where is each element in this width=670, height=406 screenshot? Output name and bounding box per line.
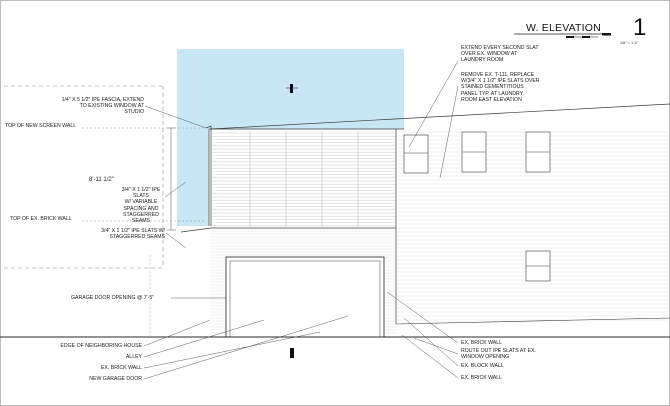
leader-lines (143, 60, 459, 380)
ipe-slats (211, 131, 396, 226)
ex-brick-wall-2-label: EX. BRICK WALL (461, 375, 503, 381)
scale-text: 1/8" = 1'-0" (620, 41, 639, 45)
height-dimension (167, 127, 176, 231)
lower-section-marker (290, 348, 294, 358)
ex-block-wall-label: EX. BLOCK WALL (461, 363, 504, 369)
staggered-slats-note: 3/4" X 1 1/2" IPE SLATS W/ STAGGERRED SE… (101, 228, 165, 241)
neighboring-house-outline (4, 85, 164, 269)
sheet-title: W. ELEVATION (526, 22, 601, 34)
ex-brick-wall-left-label: EX. BRICK WALL (100, 365, 142, 371)
screen-wall (205, 125, 404, 226)
alley-label: ALLEY (125, 354, 142, 360)
grade-line (395, 317, 670, 325)
screen-wall-highlight-lower (177, 129, 209, 226)
extend-slat-note: EXTEND EVERY SECOND SLAT OVER EX. WINDOW… (461, 45, 539, 64)
windows (403, 131, 551, 282)
house-body (180, 103, 670, 324)
edge-neighbor-label: EDGE OF NEIGHBORING HOUSE (60, 343, 142, 349)
scale-bar (566, 33, 611, 38)
new-garage-door-label: NEW GARAGE DOOR (89, 376, 142, 382)
remove-t111-note: REMOVE EX. T-111, REPLACE W/3/4" X 1 1/2… (461, 72, 540, 103)
route-out-note: ROUTE OUT IPE SLATS AT EX. WINDOW OPENIN… (461, 348, 536, 361)
fascia-note: 1/4" X 5 1/2" IPE FASCIA, EXTEND TO EXIS… (61, 97, 144, 116)
garage-opening-label: GARAGE DOOR OPENING @ 7'-5" (71, 295, 155, 301)
sheet-number: 1 (633, 14, 647, 41)
reference-lines (82, 127, 206, 337)
garage-door (225, 256, 385, 338)
ipe-slats-note: 3/4" X 1 1/2" IPE SLATS W/ VARIABLE SPAC… (121, 187, 161, 225)
height-dimension-label: 8'-11 1/2" (89, 177, 114, 183)
top-brick-wall-label: TOP OF EX. BRICK WALL (10, 216, 72, 222)
upper-section-marker (286, 84, 298, 93)
ex-brick-wall-1-label: EX. BRICK WALL (461, 340, 503, 346)
top-screen-wall-label: TOP OF NEW SCREEN WALL (5, 123, 77, 129)
